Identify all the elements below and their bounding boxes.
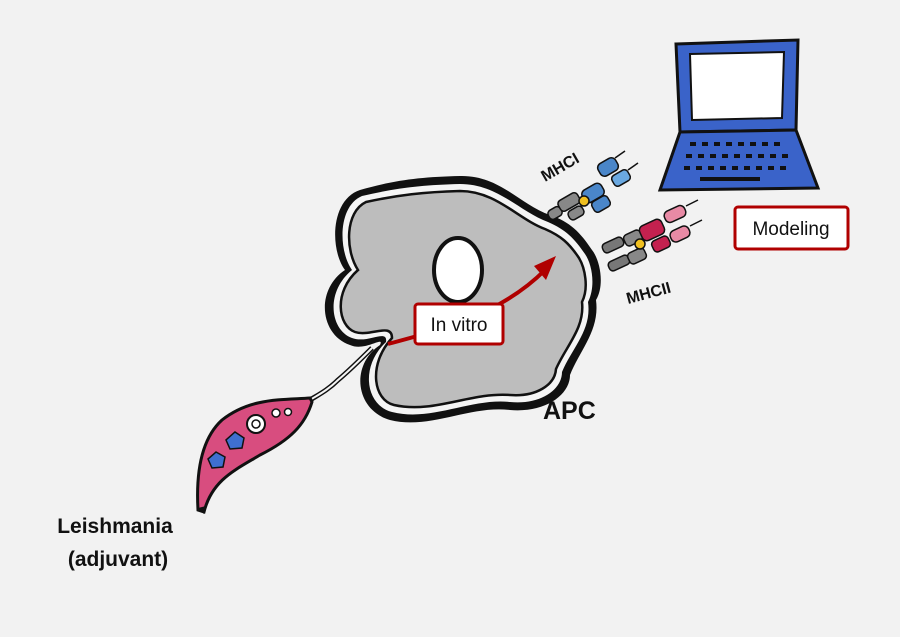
leishmania-adjuvant-label: (adjuvant)	[68, 548, 168, 571]
mhci-label: MHCI	[539, 150, 583, 185]
leishmania-label: Leishmania	[57, 515, 173, 538]
modeling-box: Modeling	[733, 205, 850, 251]
mhcii-complex-icon	[601, 199, 703, 272]
in-vitro-box: In vitro	[413, 302, 505, 346]
mhci-complex-icon	[547, 150, 639, 221]
laptop-icon	[657, 38, 821, 192]
apc-label: APC	[543, 397, 596, 425]
in-vitro-label: In vitro	[430, 315, 487, 336]
antigen-shape-2	[207, 451, 226, 469]
antigen-shape-1	[225, 431, 245, 450]
apc-cell-icon	[324, 175, 601, 423]
mhcii-label: MHCII	[625, 280, 673, 308]
modeling-label: Modeling	[752, 219, 829, 240]
leishmania-parasite-icon	[196, 346, 374, 514]
nucleus	[432, 236, 484, 304]
